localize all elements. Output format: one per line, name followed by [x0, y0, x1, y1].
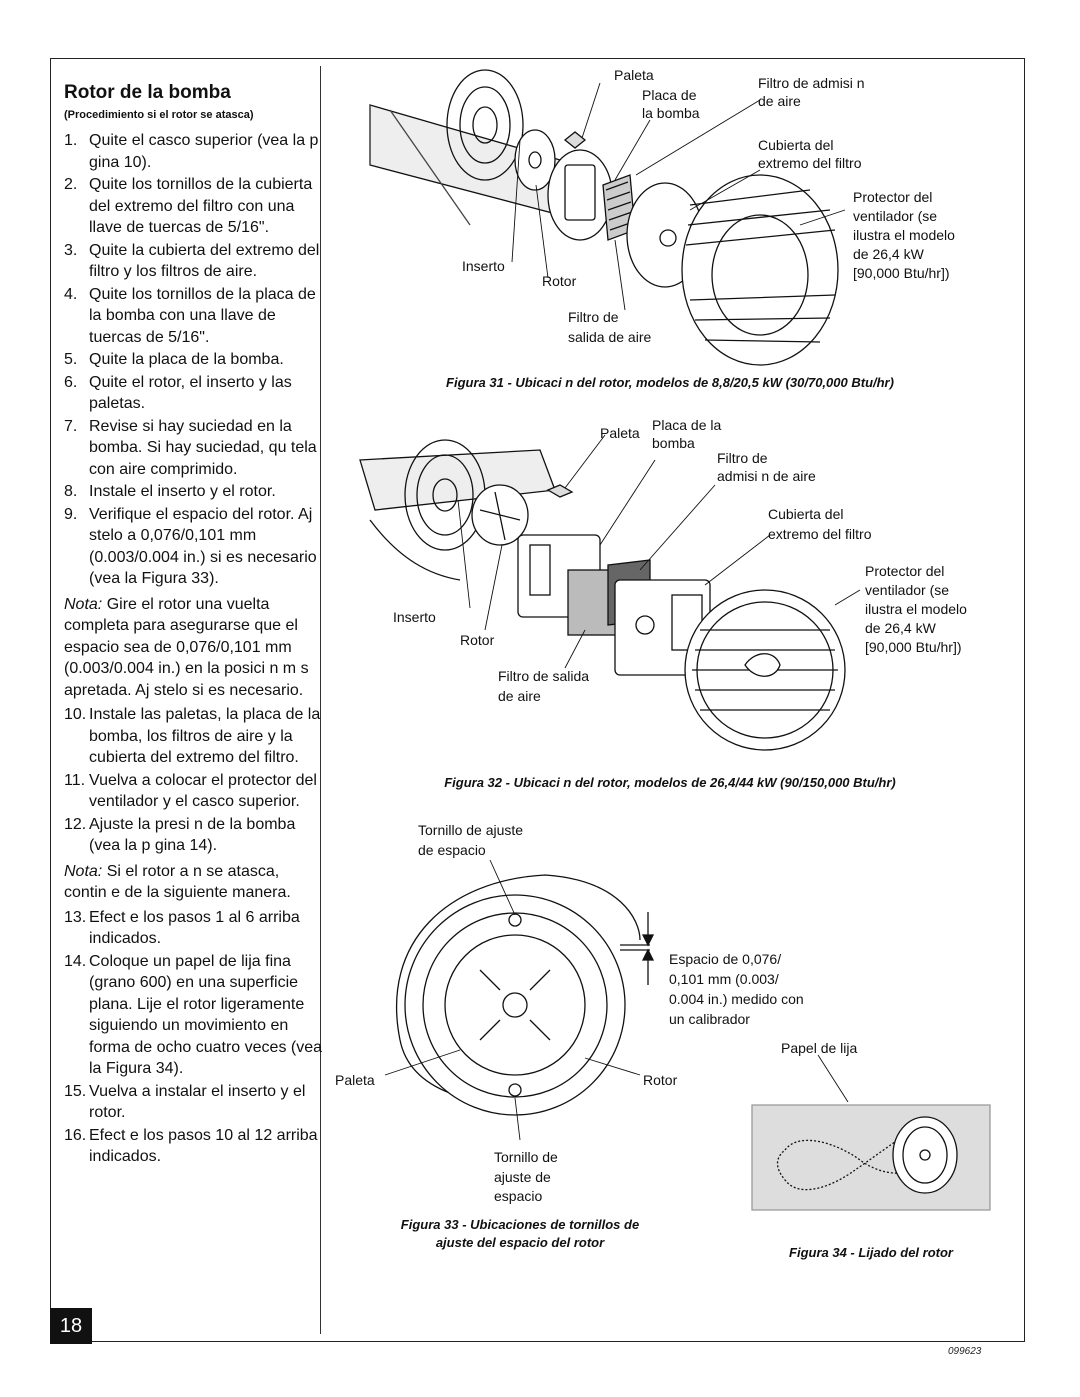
step-text: Efect e los pasos 1 al 6 arriba indicado… [89, 908, 300, 948]
step-text: Quite la placa de la bomba. [89, 351, 284, 368]
step-text: Revise si hay suciedad en la bomba. Si h… [89, 417, 317, 478]
step-item: 14.Coloque un papel de lija fina (grano … [64, 951, 324, 1080]
step-item: 3. Quite la cubierta del extremo del filt… [64, 240, 324, 283]
step-item: 12.Ajuste la presi n de la bomba (vea la… [64, 814, 324, 857]
step-item: 16.Efect e los pasos 10 al 12 arriba ind… [64, 1125, 324, 1168]
document-code: 099623 [948, 1346, 982, 1357]
steps-list-c: 13.Efect e los pasos 1 al 6 arriba indic… [64, 907, 324, 1168]
leader-lines [384, 82, 861, 1141]
fig31-drawing [369, 69, 839, 366]
fig31-label-placa: Placa de la bomba [642, 87, 700, 121]
fig32-caption: Figura 32 - Ubicaci n del rotor, modelos… [444, 775, 896, 790]
fig31-label-filtro-salida: Filtro de salida de aire [568, 309, 652, 345]
fig33-label-paleta: Paleta [335, 1072, 375, 1088]
fig33-label-rotor: Rotor [643, 1072, 678, 1088]
step-item: 2. Quite los tornillos de la cubierta del… [64, 174, 324, 239]
step-item: 6. Quite el rotor, el inserto y las palet… [64, 372, 324, 415]
step-number: 10. [64, 706, 87, 723]
fig32-label-filtro-admision: Filtro de admisi n de aire [717, 450, 816, 484]
step-number: 9. [64, 505, 78, 523]
step-text: Quite los tornillos de la placa de la bo… [89, 285, 316, 346]
fig32-label-paleta: Paleta [600, 425, 640, 441]
fig31-label-paleta: Paleta [614, 67, 654, 83]
fig32-label-inserto: Inserto [393, 609, 436, 625]
fig33-label-tornillo-top: Tornillo de ajuste de espacio [418, 822, 524, 858]
column-divider [320, 66, 321, 1334]
note-label: Nota: [64, 595, 103, 613]
fig33-label-espacio: Espacio de 0,076/ 0,101 mm (0.003/ 0.004… [669, 951, 804, 1027]
step-number: 3. [64, 241, 78, 259]
step-number: 15. [64, 1082, 87, 1100]
fig31-caption: Figura 31 - Ubicaci n del rotor, modelos… [446, 375, 894, 390]
step-number: 8. [64, 483, 78, 500]
steps-list-b: 10.Instale las paletas, la placa de la b… [64, 704, 324, 857]
fig33-caption: Figura 33 - Ubicaciones de tornillos de … [400, 1217, 640, 1250]
step-text: Instale el inserto y el rotor. [89, 483, 276, 500]
step-item: 10.Instale las paletas, la placa de la b… [64, 704, 324, 769]
instructions-column: Rotor de la bomba (Procedimiento si el r… [64, 82, 324, 1169]
section-title: Rotor de la bomba [64, 82, 231, 103]
note-text: Gire el rotor una vuelta completa para a… [64, 595, 309, 699]
step-number: 6. [64, 373, 78, 391]
step-text: Vuelva a colocar el protector del ventil… [89, 771, 317, 811]
fig32-label-cubierta: Cubierta del extremo del filtro [768, 506, 872, 542]
note-text: Si el rotor a n se atasca, contin e de l… [64, 862, 291, 902]
step-text: Coloque un papel de lija fina (grano 600… [89, 952, 323, 1078]
fig31-label-cubierta: Cubierta del extremo del filtro [758, 137, 862, 171]
step-item: 13.Efect e los pasos 1 al 6 arriba indic… [64, 907, 324, 950]
fig32-label-protector: Protector del ventilador (se ilustra el … [865, 563, 967, 655]
step-text: Quite el casco superior (vea la p gina 1… [89, 132, 319, 171]
note-label: Nota: [64, 862, 103, 880]
step-number: 13. [64, 908, 87, 926]
step-item: 9. Verifique el espacio del rotor. Aj ste… [64, 504, 324, 590]
note-2: Nota: Si el rotor a n se atasca, contin … [64, 861, 324, 904]
section-subtitle: (Procedimiento si el rotor se atasca) [64, 109, 254, 121]
step-text: Efect e los pasos 10 al 12 arriba indica… [89, 1126, 318, 1166]
step-item: 1. Quite el casco superior (vea la p gina… [64, 130, 324, 173]
step-text: Quite el rotor, el inserto y las paletas… [89, 373, 292, 413]
fig34-label-papel: Papel de lija [781, 1040, 858, 1056]
fig34-caption: Figura 34 - Lijado del rotor [789, 1245, 953, 1260]
step-text: Vuelva a instalar el inserto y el rotor. [89, 1082, 306, 1122]
step-item: 15.Vuelva a instalar el inserto y el rot… [64, 1081, 324, 1124]
fig32-label-placa: Placa de la bomba [652, 417, 722, 451]
step-item: 11.Vuelva a colocar el protector del ven… [64, 770, 324, 813]
fig31-label-rotor: Rotor [542, 273, 577, 289]
step-item: 5. Quite la placa de la bomba. [64, 349, 324, 371]
page-number: 18 [50, 1308, 92, 1344]
page-frame [50, 58, 1025, 1342]
step-item: 7. Revise si hay suciedad en la bomba. Si… [64, 416, 324, 481]
step-number: 16. [64, 1126, 87, 1144]
steps-list-a: 1. Quite el casco superior (vea la p gina… [64, 130, 324, 590]
note-1: Nota: Gire el rotor una vuelta completa … [64, 594, 324, 702]
fig31-label-protector: Protector del ventilador (se ilustra el … [853, 189, 955, 281]
fig32-label-rotor: Rotor [460, 632, 495, 648]
fig32-label-filtro-salida: Filtro de salida de aire [498, 668, 590, 704]
step-item: 4. Quite los tornillos de la placa de la … [64, 284, 324, 349]
step-number: 5. [64, 351, 78, 368]
step-text: Quite los tornillos de la cubierta del e… [89, 176, 313, 236]
fig31-label-inserto: Inserto [462, 258, 505, 274]
step-text: Instale las paletas, la placa de la bomb… [89, 706, 321, 766]
fig33-label-tornillo-bottom: Tornillo de ajuste de espacio [494, 1149, 558, 1204]
step-item: 8. Instale el inserto y el rotor. [64, 481, 324, 503]
step-text: Quite la cubierta del extremo del filtro… [89, 241, 320, 281]
step-number: 14. [64, 952, 87, 970]
fig34-drawing [751, 1104, 991, 1211]
step-text: Ajuste la presi n de la bomba (vea la p … [89, 815, 296, 855]
step-text: Verifique el espacio del rotor. Aj stelo… [89, 505, 317, 588]
fig33-drawing [395, 874, 655, 1116]
step-number: 12. [64, 815, 87, 833]
step-number: 4. [64, 285, 78, 303]
step-number: 7. [64, 417, 78, 435]
fig32-drawing [359, 439, 846, 751]
step-number: 1. [64, 132, 78, 149]
fig31-label-filtro-admision: Filtro de admisi n de aire [758, 75, 865, 109]
step-number: 11. [64, 771, 86, 789]
step-number: 2. [64, 176, 78, 193]
